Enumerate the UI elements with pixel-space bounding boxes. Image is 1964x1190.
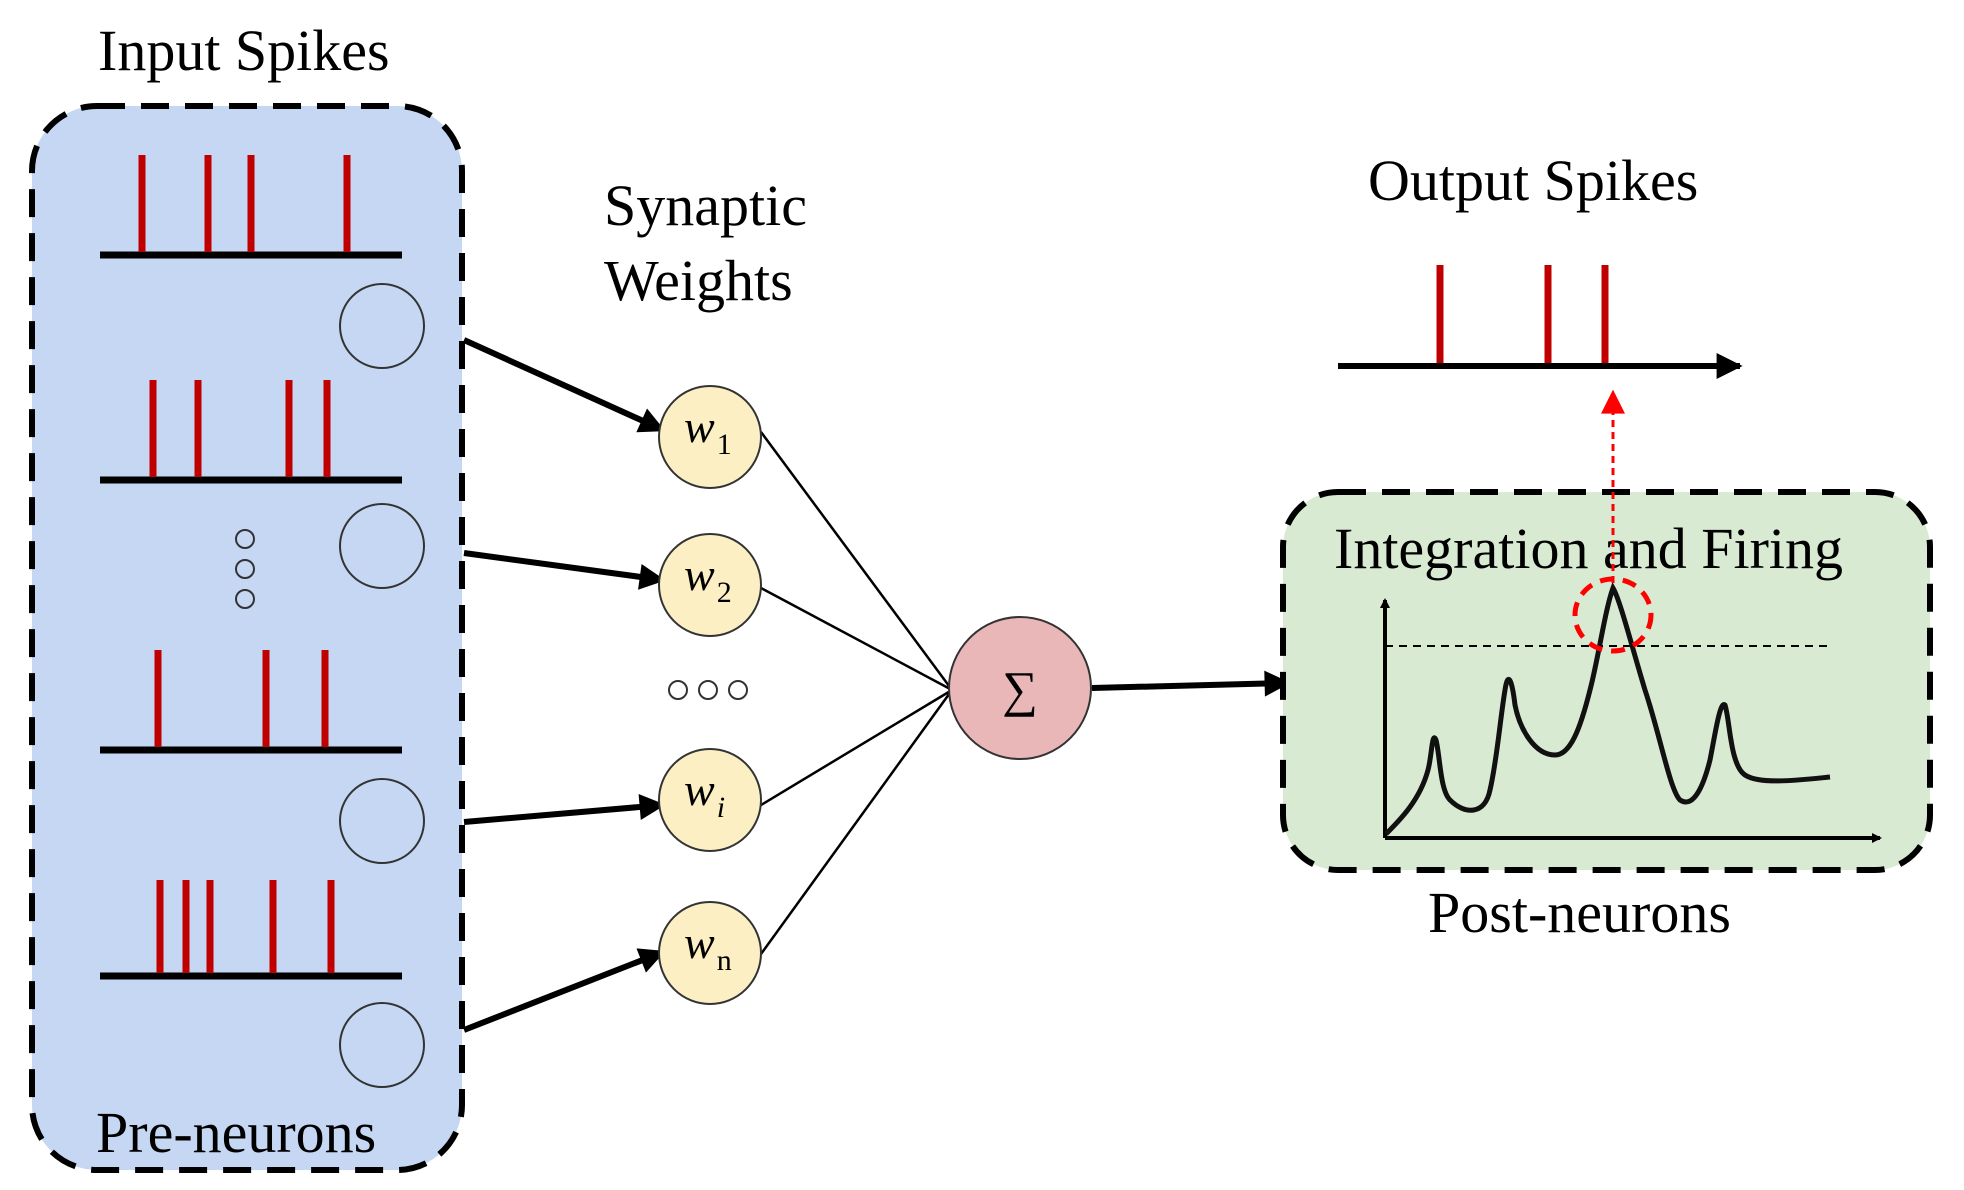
synaptic-label-line2: Weights	[604, 248, 793, 313]
weight-label: wi	[684, 764, 725, 824]
weight-label: wn	[684, 917, 732, 977]
sum-to-post-arrow	[1091, 670, 1291, 697]
input-connections	[462, 337, 666, 1033]
output-spikes-label: Output Spikes	[1368, 148, 1698, 213]
membrane-potential-plot	[1380, 389, 1882, 843]
weight-to-sum-connections	[759, 431, 954, 955]
horizontal-ellipsis-icon	[668, 680, 748, 700]
post-neurons-label: Post-neurons	[1428, 880, 1731, 945]
pre-neuron-1	[339, 283, 425, 369]
pre-neurons-label: Pre-neurons	[96, 1100, 376, 1165]
post-neurons-box	[1280, 489, 1933, 873]
weight-node-2: w2	[658, 533, 762, 637]
weight-label: w1	[684, 401, 732, 461]
pre-neuron-3	[339, 778, 425, 864]
pre-neurons-box	[29, 103, 465, 1173]
integration-label: Integration and Firing	[1334, 516, 1843, 581]
weight-node-1: w1	[658, 385, 762, 489]
weight-node-i: wi	[658, 748, 762, 852]
sum-symbol-icon: ∑	[1002, 661, 1038, 717]
summation-node: ∑	[948, 616, 1092, 760]
spike-train-3	[100, 650, 402, 754]
output-spike-train	[1338, 265, 1743, 379]
pre-neuron-2	[339, 503, 425, 589]
weight-node-n: wn	[658, 901, 762, 1005]
spike-train-1	[100, 155, 402, 259]
synaptic-label-line1: Synaptic	[604, 173, 807, 238]
pre-neuron-4	[339, 1002, 425, 1088]
input-spikes-label: Input Spikes	[98, 18, 390, 83]
vertical-ellipsis-icon	[235, 529, 255, 609]
spike-train-2	[100, 380, 402, 484]
potential-curve	[1384, 582, 1831, 836]
spike-train-4	[100, 880, 402, 980]
weight-label: w2	[684, 549, 732, 609]
